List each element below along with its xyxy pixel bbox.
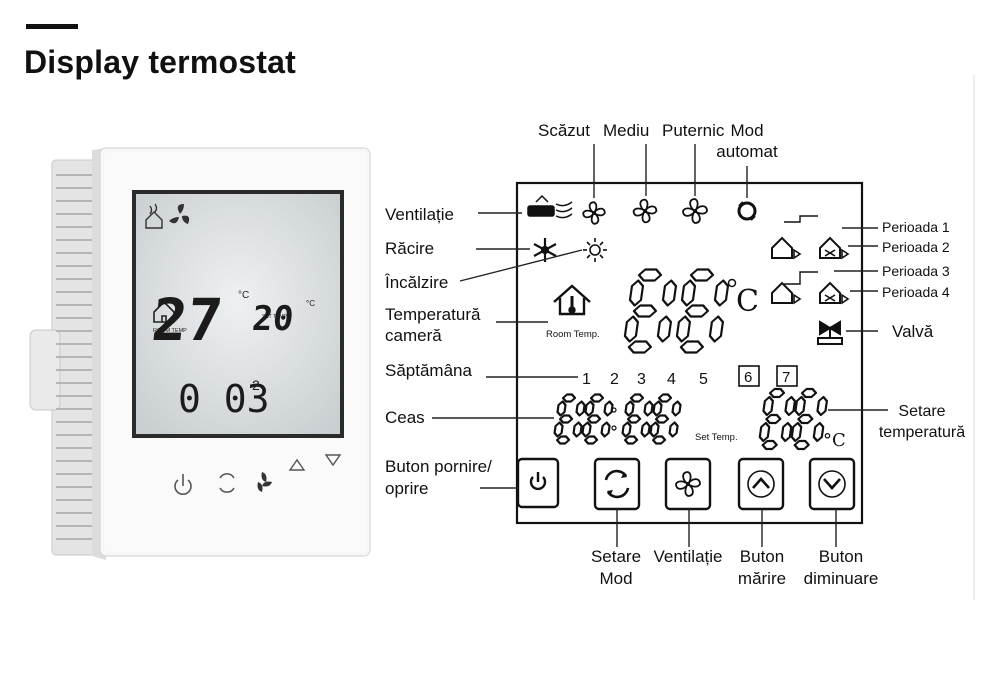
clock-colon-bottom: [611, 425, 617, 431]
label-set-temp-line2: temperatură: [878, 424, 966, 441]
auto-mode-icon: [737, 201, 757, 221]
label-mode-line2: Mod: [599, 569, 633, 588]
photo-set-unit: °C: [306, 299, 315, 308]
set-temperature-digits: [758, 387, 828, 451]
week-day-5: 5: [699, 371, 708, 388]
photo-up-button[interactable]: [288, 458, 306, 471]
room-temp-caption: Room Temp.: [546, 329, 600, 340]
fan-high-icon: [682, 198, 708, 224]
clock-digits: [553, 393, 682, 445]
photo-set-temperature: 20: [250, 299, 295, 339]
label-fan-button: Ventilație: [653, 547, 723, 566]
label-room-temp-line1: Temperatură: [385, 305, 481, 324]
set-temp-caption: Set Temp.: [695, 432, 738, 443]
cooling-snowflake-icon: [533, 238, 557, 262]
label-period-2: Perioada 2: [882, 239, 950, 255]
room-temperature-house-icon: [553, 284, 591, 316]
photo-room-temp-label: ROOM TEMP: [153, 328, 187, 334]
label-power-line2: oprire: [385, 479, 429, 498]
label-cooling: Răcire: [385, 239, 435, 258]
label-period-3: Perioada 3: [882, 263, 950, 279]
label-auto-mode-line1: Mod: [730, 121, 764, 140]
photo-heat-icon: [145, 203, 163, 229]
label-fan-low: Scăzut: [538, 121, 590, 140]
photo-set-temp-label: SET TEMP: [262, 314, 287, 320]
label-period-1: Perioada 1: [882, 219, 950, 235]
label-auto-mode-line2: automat: [716, 142, 778, 161]
label-power-line1: Buton pornire/: [385, 457, 492, 476]
week-day-3: 3: [637, 371, 646, 388]
photo-fan-icon: [169, 204, 190, 224]
photo-power-button[interactable]: [174, 474, 192, 495]
photo-clock: 0 03: [178, 377, 270, 421]
week-day-7: 7: [782, 369, 790, 386]
label-down-line1: Buton: [818, 547, 864, 566]
photo-fan-button[interactable]: [257, 472, 273, 492]
photo-house-icon: [153, 300, 175, 323]
label-up-line1: Buton: [739, 547, 785, 566]
label-clock: Ceas: [385, 408, 425, 427]
lcd-mode-button[interactable]: [593, 457, 641, 511]
label-week: Săptămâna: [385, 361, 472, 380]
label-valve: Valvă: [892, 322, 934, 341]
label-down-line2: diminuare: [803, 569, 879, 588]
room-celsius-symbol: C: [736, 284, 759, 319]
label-fan-high: Puternic: [662, 121, 725, 140]
photo-room-temperature: 27: [149, 286, 226, 354]
leader-lines: [432, 144, 888, 547]
lcd-fan-button[interactable]: [664, 457, 712, 511]
photo-weekday: 2: [252, 377, 260, 393]
week-day-4: 4: [667, 371, 676, 388]
period-icons: [771, 215, 850, 305]
fan-medium-icon: [632, 198, 658, 224]
label-mode-line1: Setare: [590, 547, 642, 566]
set-celsius-symbol: °C: [823, 430, 846, 451]
heating-sun-icon: [583, 238, 607, 262]
label-set-temp-line1: Setare: [898, 403, 946, 420]
week-day-2: 2: [610, 371, 619, 388]
label-room-temp-line2: cameră: [385, 326, 442, 345]
fan-low-icon: [582, 201, 606, 225]
label-up-line2: mărire: [737, 569, 787, 588]
lcd-power-button[interactable]: [516, 457, 560, 509]
week-day-1: 1: [582, 371, 591, 388]
clock-colon-top: [611, 407, 617, 413]
room-temperature-digits: [623, 268, 730, 354]
label-period-4: Perioada 4: [882, 284, 950, 300]
thermostat-screen: [136, 194, 340, 434]
week-days: 1 2 3 4 5 6 7: [582, 365, 798, 388]
photo-down-button[interactable]: [324, 454, 342, 467]
valve-icon: [817, 320, 843, 345]
lcd-down-button[interactable]: [808, 457, 856, 511]
ventilation-icon: [527, 194, 573, 219]
lcd-up-button[interactable]: [737, 457, 785, 511]
degree-dot: [727, 278, 737, 288]
label-ventilation: Ventilație: [385, 205, 454, 224]
label-heating: Încălzire: [385, 273, 449, 292]
title-accent-bar: [26, 24, 78, 29]
label-fan-medium: Mediu: [603, 121, 650, 140]
photo-room-unit: °C: [238, 290, 249, 301]
page-title: Display termostat: [24, 44, 296, 80]
week-day-6: 6: [744, 369, 752, 386]
thermostat-photo: [29, 147, 371, 560]
photo-mode-button[interactable]: [219, 473, 235, 493]
